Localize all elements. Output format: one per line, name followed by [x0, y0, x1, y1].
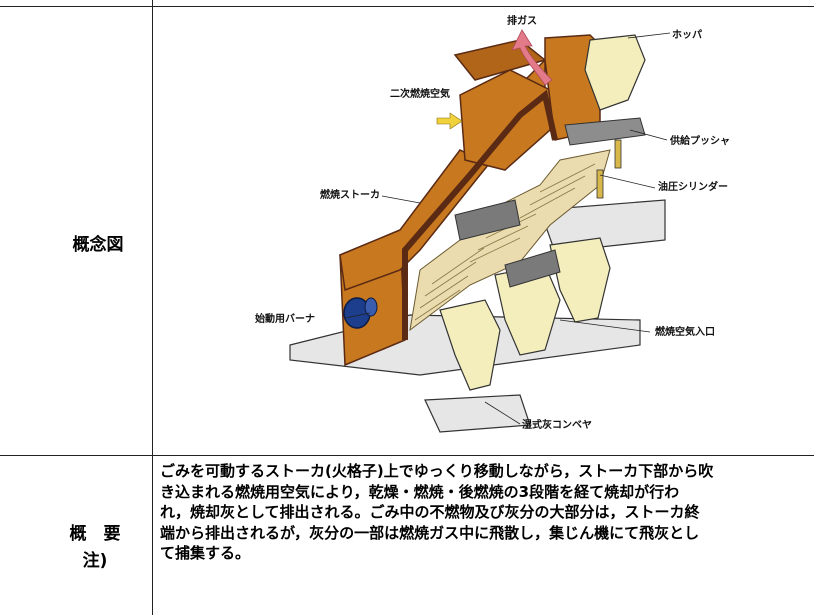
- label-feed-pusher: 供給プッシャ: [669, 134, 730, 147]
- exhaust-gas-arrow: [511, 29, 553, 86]
- table-row-divider: [0, 455, 814, 456]
- table-column-divider: [152, 0, 153, 615]
- table-top-border: [0, 6, 814, 7]
- description-line: れ，焼却灰として排出される。ごみ中の不燃物及び灰分の大部分は，ストーカ終: [160, 503, 700, 521]
- description-line: て捕集する。: [160, 544, 251, 562]
- leader-lines: [344, 32, 671, 425]
- ash-conveyor-base: [424, 394, 531, 433]
- stoker-furnace-diagram: 排ガス ホッパ 二次燃焼空気 供給プッシャ 燃焼ストーカ 油圧シリンダー 始動用…: [255, 14, 730, 433]
- overview-description: ごみを可動するストーカ(火格子)上でゆっくり移動しながら，ストーカ下部から吹 き…: [160, 461, 810, 564]
- label-hydraulic-cylinder: 油圧シリンダー: [658, 180, 728, 193]
- row-label-concept-diagram: 概念図: [72, 235, 124, 255]
- air-hopper-1: [439, 299, 501, 391]
- hydraulic-cylinder-2: [596, 169, 604, 199]
- description-line: ごみを可動するストーカ(火格子)上でゆっくり移動しながら，ストーカ下部から吹: [160, 462, 714, 480]
- hydraulic-cylinder-1: [614, 139, 622, 169]
- label-hopper: ホッパ: [672, 29, 702, 41]
- row-label-note: 注): [82, 551, 108, 571]
- description-line: き込まれる燃焼用空気により，乾燥・燃焼・後燃焼の3段階を経て焼却が行わ: [160, 482, 680, 501]
- label-wet-ash-conveyor: 湿式灰コンベヤ: [522, 418, 592, 431]
- description-line: 端から排出されるが，灰分の一部は燃焼ガス中に飛散し，集じん機にて飛灰とし: [160, 523, 700, 542]
- label-combustion-air-inlet: 燃焼空気入口: [655, 325, 715, 338]
- stoker-grate: [409, 149, 611, 332]
- furnace-upper-duct: [459, 69, 551, 171]
- row-label-overview: 概 要: [69, 524, 121, 544]
- label-secondary-air: 二次燃焼空気: [390, 87, 450, 100]
- feed-hopper: [584, 34, 646, 111]
- label-exhaust-gas: 排ガス: [507, 14, 537, 27]
- rear-platform: [539, 199, 666, 253]
- label-startup-burner: 始動用バーナ: [255, 312, 315, 325]
- feed-pusher-unit: [564, 117, 646, 146]
- label-stoker: 燃焼ストーカ: [320, 188, 380, 201]
- air-hopper-3: [549, 237, 611, 323]
- refractory-lining: [402, 89, 558, 340]
- secondary-air-arrow: [436, 112, 463, 130]
